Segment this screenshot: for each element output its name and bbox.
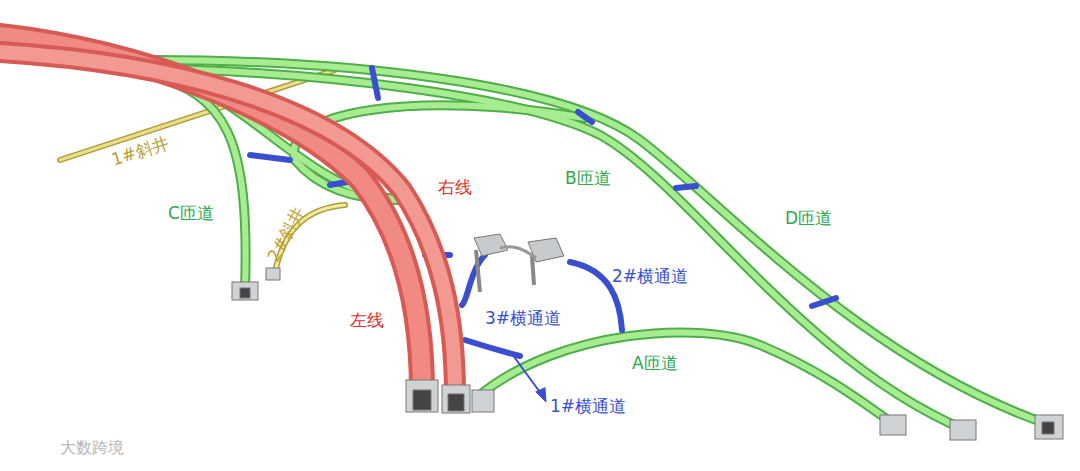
- part-label: 3#横通道: [485, 308, 561, 328]
- part-label: 1#横通道: [550, 396, 626, 416]
- part-label: B匝道: [565, 168, 611, 188]
- part-label: C匝道: [168, 203, 214, 223]
- part-label: A匝道: [632, 353, 678, 373]
- watermark: 大数跨境: [60, 438, 124, 457]
- part-label: 2#横通道: [612, 266, 688, 286]
- part-label: 左线: [350, 310, 384, 330]
- part-label: 右线: [438, 177, 472, 197]
- part-label: 2#斜井: [263, 203, 309, 265]
- part-label: D匝道: [785, 208, 832, 228]
